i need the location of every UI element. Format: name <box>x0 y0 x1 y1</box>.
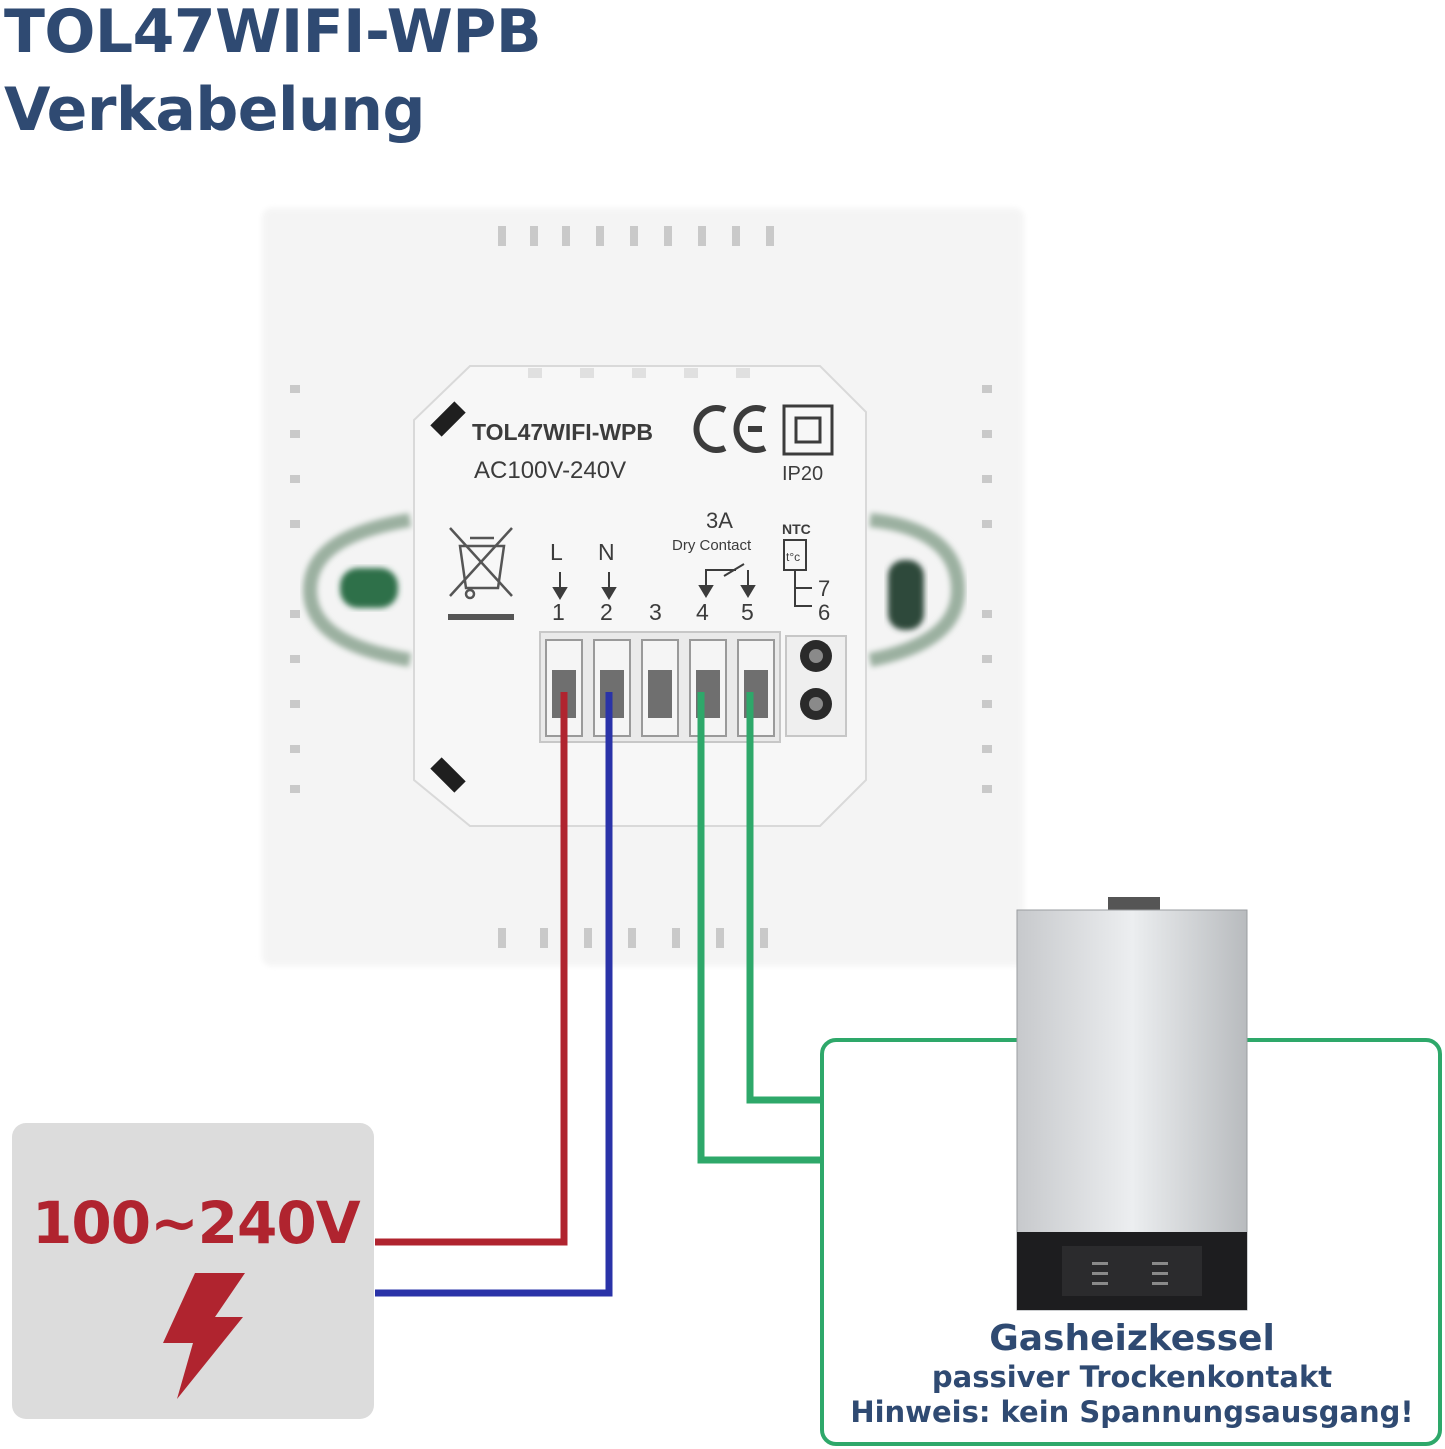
terminal-number-1: 1 <box>552 599 565 625</box>
ntc-symbol-text: t°c <box>786 550 800 564</box>
wire-neutral <box>375 692 613 1297</box>
terminal-number-2: 2 <box>600 599 613 625</box>
wire-contact-5 <box>746 692 822 1104</box>
lightning-bolt-icon <box>163 1273 245 1399</box>
relay-rating-text: 3A <box>706 508 733 533</box>
weee-bin-icon <box>448 527 514 620</box>
wire-live <box>375 692 568 1246</box>
gas-boiler-illustration <box>1016 897 1248 1311</box>
ce-mark-icon <box>693 405 767 453</box>
title-wiring: Verkabelung <box>4 75 425 145</box>
module-voltage-text: AC100V-240V <box>474 457 626 484</box>
terminal-number-7: 7 <box>818 576 830 601</box>
boiler-name: Gasheizkessel <box>989 1318 1275 1359</box>
terminal-arrows-icon <box>552 563 756 600</box>
power-voltage-label: 100~240V <box>32 1189 361 1257</box>
terminal-number-5: 5 <box>741 599 754 625</box>
ntc-label-text: NTC <box>782 521 811 537</box>
live-letter: L <box>550 539 563 565</box>
title-model: TOL47WIFI-WPB <box>4 0 542 67</box>
wire-contact-4 <box>697 692 822 1164</box>
double-insulation-icon <box>782 404 834 456</box>
ip-rating-text: IP20 <box>782 463 823 485</box>
relay-type-text: Dry Contact <box>672 537 752 554</box>
terminal-number-6: 6 <box>818 600 830 625</box>
thermostat-module: TOL47WIFI-WPB AC100V-240V IP20 3A Dry Co… <box>413 365 867 827</box>
terminal-block <box>539 631 847 743</box>
boiler-contact-type: passiver Trockenkontakt <box>931 1360 1333 1394</box>
boiler-note: Hinweis: kein Spannungsausgang! <box>850 1395 1414 1429</box>
boiler-caption: Gasheizkessel passiver Trockenkontakt Hi… <box>822 1318 1442 1430</box>
module-model-text: TOL47WIFI-WPB <box>472 419 653 445</box>
ntc-lead-icon <box>794 570 812 607</box>
wires <box>375 692 822 1297</box>
terminal-number-3: 3 <box>649 599 662 625</box>
neutral-letter: N <box>598 539 615 565</box>
power-supply-box: 100~240V <box>12 1123 374 1419</box>
terminal-number-4: 4 <box>696 599 709 625</box>
